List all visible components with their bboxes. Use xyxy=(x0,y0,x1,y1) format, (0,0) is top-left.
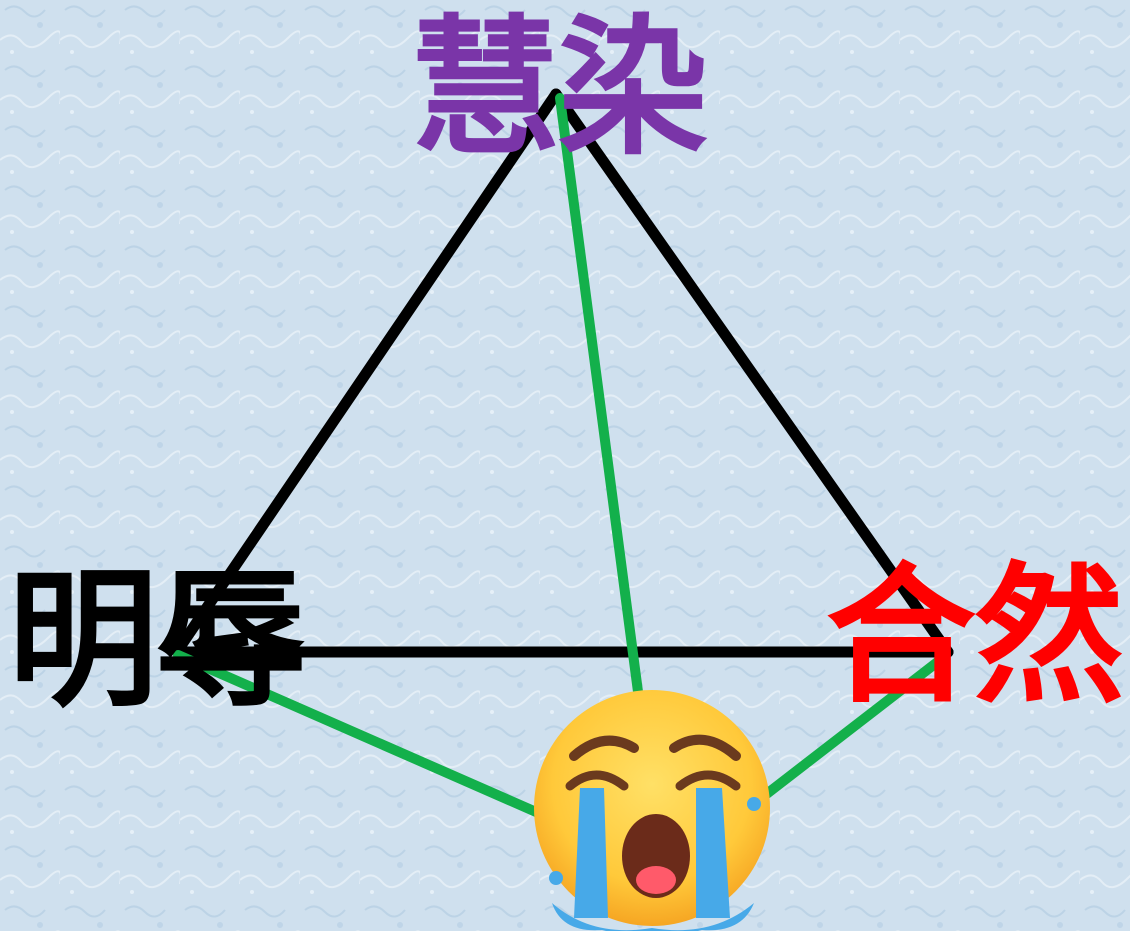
node-label-left: 明辱 xyxy=(8,554,306,728)
node-label-top: 慧染 xyxy=(410,2,708,176)
node-label-right: 合然 xyxy=(826,550,1124,724)
spoke-top-center xyxy=(555,93,650,750)
triangle xyxy=(172,88,954,658)
edge-top-left xyxy=(172,88,562,656)
spoke-left-center xyxy=(173,650,605,845)
loudly-crying-face-icon xyxy=(534,690,770,931)
edge-top-right xyxy=(550,88,954,658)
